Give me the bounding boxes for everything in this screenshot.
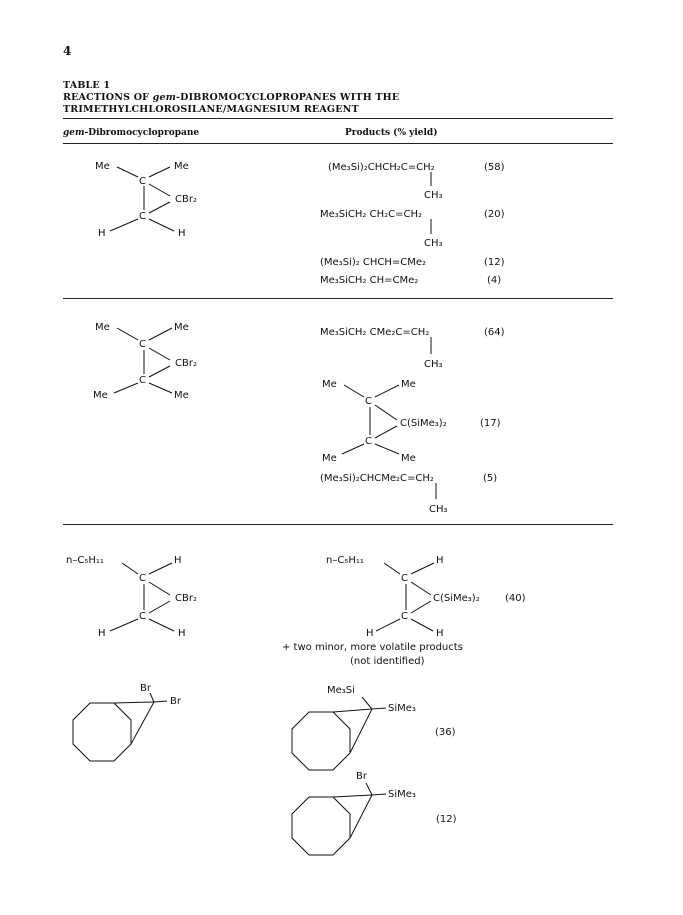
atom-label: Me [95, 161, 110, 172]
atom-label: CBr₂ [175, 358, 197, 369]
yield: (58) [484, 162, 505, 173]
atom-label: C [365, 396, 372, 407]
table-label: TABLE 1 [63, 80, 111, 91]
atom-label: SiMe₃ [388, 789, 416, 800]
reactant-3-structure: n–C₅H₁₁ H C CBr₂ C H H [66, 555, 197, 639]
atom-label: C [139, 339, 146, 350]
atom-label: C [139, 375, 146, 386]
formula: (Me₃Si)₂ CHCH=CMe₂ [320, 257, 426, 268]
atom-label: H [98, 228, 106, 239]
product-3-note: + two minor, more volatile products (not… [282, 642, 463, 667]
product-4-2: Br SiMe₃ (12) [291, 771, 457, 856]
atom-label: H [174, 555, 182, 566]
atom-label: Me [322, 379, 337, 390]
reactant-1-structure: Me Me C CBr₂ C H H [95, 161, 197, 239]
yield: (17) [480, 418, 501, 429]
note-line-2: (not identified) [350, 656, 425, 667]
table-title-prefix: REACTIONS OF [63, 92, 153, 103]
formula: (Me₃Si)₂CHCH₂C=CH₂ [328, 162, 435, 173]
page-number: 4 [63, 44, 72, 58]
yield: (64) [484, 327, 505, 338]
atom-label: C [401, 611, 408, 622]
atom-label: C [139, 211, 146, 222]
atom-label: C [139, 573, 146, 584]
atom-label: Me [401, 379, 416, 390]
atom-label: Me [174, 322, 189, 333]
yield: (20) [484, 209, 505, 220]
atom-label: Br [170, 696, 182, 707]
yield: (5) [483, 473, 497, 484]
formula: (Me₃Si)₂CHCMe₂C=CH₂ [320, 473, 434, 484]
atom-label: Me [322, 453, 337, 464]
product-3-1: n–C₅H₁₁ H C C(SiMe₃)₂ C H H (40) [326, 555, 526, 639]
formula: Me₃SiCH₂ CMe₂C=CH₂ [320, 327, 429, 338]
branch: CH₃ [429, 504, 448, 515]
atom-label: H [436, 628, 444, 639]
branch: CH₃ [424, 238, 443, 249]
product-1-3: (Me₃Si)₂ CHCH=CMe₂ (12) [320, 257, 505, 268]
column-header-reactant: gem-Dibromocyclopropane [63, 128, 199, 138]
product-2-2: Me Me C C(SiMe₃)₂ C Me Me (17) [322, 379, 501, 464]
atom-label: H [366, 628, 374, 639]
atom-label: CBr₂ [175, 593, 197, 604]
formula: Me₃SiCH₂ CH=CMe₂ [320, 275, 418, 286]
product-1-2: Me₃SiCH₂ CH₂C=CH₂ CH₃ (20) [320, 209, 505, 249]
product-2-3: (Me₃Si)₂CHCMe₂C=CH₂ CH₃ (5) [320, 473, 497, 515]
atom-label: H [178, 228, 186, 239]
note-line-1: + two minor, more volatile products [282, 642, 463, 653]
atom-label: C [365, 436, 372, 447]
yield: (36) [435, 727, 456, 738]
atom-label: Br [356, 771, 368, 782]
row2-rule [63, 524, 613, 525]
reactant-2-structure: Me Me C CBr₂ C Me Me [93, 322, 197, 401]
product-1-1: (Me₃Si)₂CHCH₂C=CH₂ CH₃ (58) [328, 162, 505, 201]
product-4-1: Me₃Si SiMe₃ (36) [291, 685, 456, 771]
atom-label: H [98, 628, 106, 639]
table-title-rest: -DIBROMOCYCLOPROPANES WITH THE TRIMETHYL… [63, 92, 400, 115]
row1-rule [63, 298, 613, 299]
atom-label: Me [95, 322, 110, 333]
atom-label: C(SiMe₃)₂ [433, 593, 480, 604]
yield: (40) [505, 593, 526, 604]
product-2-1: Me₃SiCH₂ CMe₂C=CH₂ CH₃ (64) [320, 327, 505, 370]
atom-label: C [401, 573, 408, 584]
atom-label: Me₃Si [327, 685, 355, 696]
header-rule [63, 143, 613, 144]
product-1-4: Me₃SiCH₂ CH=CMe₂ (4) [320, 275, 501, 286]
atom-label: Me [174, 390, 189, 401]
yield: (12) [484, 257, 505, 268]
atom-label: CBr₂ [175, 194, 197, 205]
table-title-italic: gem [152, 92, 176, 103]
yield: (12) [436, 814, 457, 825]
atom-label: Me [401, 453, 416, 464]
col1-rest: -Dibromocyclopropane [84, 128, 200, 138]
branch: CH₃ [424, 359, 443, 370]
table-top-rule [63, 118, 613, 119]
yield: (4) [487, 275, 501, 286]
atom-label: Br [140, 683, 152, 694]
branch: CH₃ [424, 190, 443, 201]
column-header-products: Products (% yield) [345, 128, 438, 138]
reactant-4-structure: Br Br [72, 683, 182, 762]
table-title: REACTIONS OF gem-DIBROMOCYCLOPROPANES WI… [63, 92, 623, 116]
atom-label: C [139, 176, 146, 187]
atom-label: H [436, 555, 444, 566]
atom-label: n–C₅H₁₁ [66, 555, 104, 566]
atom-label: n–C₅H₁₁ [326, 555, 364, 566]
atom-label: Me [174, 161, 189, 172]
col1-italic: gem [63, 128, 85, 138]
atom-label: SiMe₃ [388, 703, 416, 714]
atom-label: H [178, 628, 186, 639]
atom-label: Me [93, 390, 108, 401]
formula: Me₃SiCH₂ CH₂C=CH₂ [320, 209, 422, 220]
atom-label: C [139, 611, 146, 622]
atom-label: C(SiMe₃)₂ [400, 418, 447, 429]
